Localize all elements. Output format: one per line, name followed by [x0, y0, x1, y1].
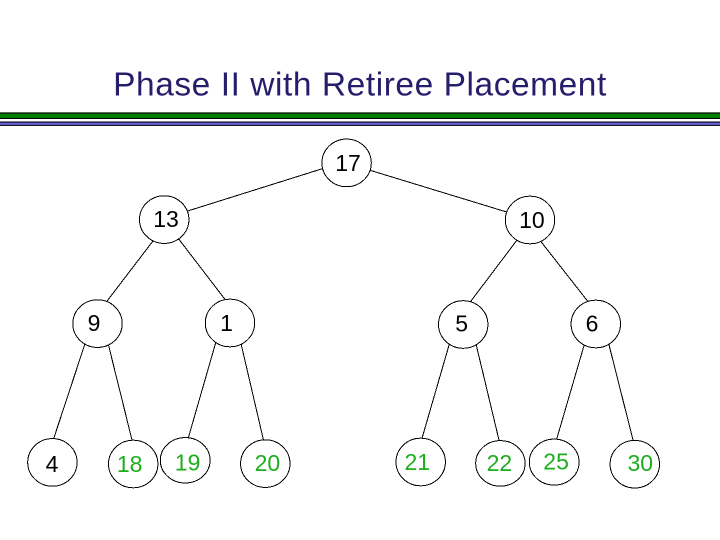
svg-text:9: 9	[88, 310, 101, 336]
svg-text:13: 13	[153, 206, 179, 232]
svg-text:22: 22	[487, 450, 513, 476]
svg-text:30: 30	[628, 450, 654, 476]
svg-text:21: 21	[405, 449, 431, 475]
svg-text:25: 25	[543, 448, 569, 474]
svg-text:4: 4	[46, 451, 59, 477]
svg-text:10: 10	[519, 207, 545, 233]
svg-text:6: 6	[586, 311, 599, 337]
svg-text:17: 17	[335, 150, 361, 176]
svg-text:19: 19	[175, 449, 201, 475]
svg-text:18: 18	[117, 451, 143, 477]
svg-text:20: 20	[255, 450, 281, 476]
svg-text:Phase II with Retiree Placemen: Phase II with Retiree Placement	[113, 66, 607, 103]
svg-text:5: 5	[455, 311, 468, 337]
svg-text:1: 1	[220, 310, 233, 336]
